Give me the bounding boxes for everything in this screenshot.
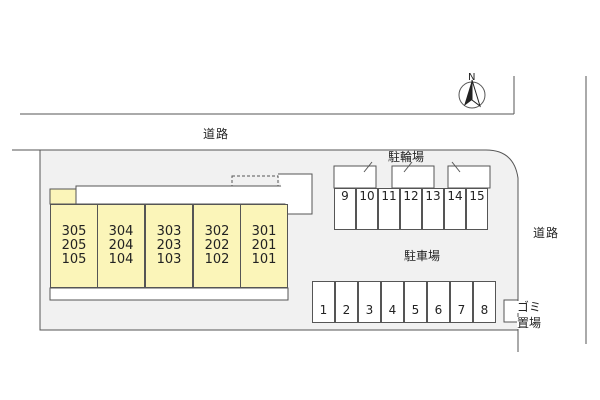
car-stall: 7 <box>450 281 473 323</box>
car-stall: 1 <box>312 281 335 323</box>
north-label: N <box>468 72 476 83</box>
car-stall: 5 <box>404 281 427 323</box>
car-stall: 4 <box>381 281 404 323</box>
bicycle-stall: 15 <box>466 188 488 230</box>
unit-number: 102 <box>204 252 230 267</box>
bicycle-stall: 10 <box>356 188 378 230</box>
bicycle-stall: 9 <box>334 188 356 230</box>
bicycle-parking-label: 駐輪場 <box>388 150 425 164</box>
car-stall: 3 <box>358 281 381 323</box>
unit-number: 101 <box>251 252 277 267</box>
unit-number: 203 <box>156 238 182 253</box>
car-stall: 6 <box>427 281 450 323</box>
unit-number: 304 <box>108 224 134 239</box>
bicycle-stall: 12 <box>400 188 422 230</box>
unit-number: 303 <box>156 224 182 239</box>
bicycle-shelter-2 <box>391 165 435 189</box>
bicycle-stall: 11 <box>378 188 400 230</box>
shelter-marker-3 <box>451 161 461 173</box>
building-corridor <box>75 185 289 205</box>
unit-number: 301 <box>251 224 277 239</box>
road-right-label: 道路 <box>533 226 560 240</box>
car-stall: 2 <box>335 281 358 323</box>
unit-number: 204 <box>108 238 134 253</box>
unit-number: 105 <box>61 252 87 267</box>
unit-number: 205 <box>61 238 87 253</box>
unit-number: 202 <box>204 238 230 253</box>
unit-number: 103 <box>156 252 182 267</box>
unit-column-302: 302 202 102 <box>193 204 241 288</box>
shelter-marker-1 <box>363 161 373 173</box>
car-parking-label: 駐車場 <box>404 249 441 263</box>
unit-number: 104 <box>108 252 134 267</box>
north-arrow-icon <box>464 80 472 106</box>
unit-number: 302 <box>204 224 230 239</box>
garbage-label-line1: ゴミ <box>517 300 542 314</box>
stair-outline <box>231 175 279 187</box>
unit-number: 305 <box>61 224 87 239</box>
car-stall: 8 <box>473 281 496 323</box>
unit-column-301: 301 201 101 <box>240 204 288 288</box>
shelter-marker-2 <box>403 161 413 173</box>
road-top-label: 道路 <box>203 127 230 141</box>
unit-column-303: 303 203 103 <box>145 204 193 288</box>
building-corner <box>49 188 77 205</box>
bicycle-shelter-3 <box>447 165 491 189</box>
bicycle-stall: 14 <box>444 188 466 230</box>
garbage-station <box>503 299 519 323</box>
garbage-label-line2: 置場 <box>517 316 542 330</box>
bicycle-shelter-1 <box>333 165 377 189</box>
unit-column-304: 304 204 104 <box>97 204 145 288</box>
unit-number: 201 <box>251 238 277 253</box>
building-balcony-strip <box>49 287 289 301</box>
bicycle-stall: 13 <box>422 188 444 230</box>
unit-column-305: 305 205 105 <box>50 204 98 288</box>
